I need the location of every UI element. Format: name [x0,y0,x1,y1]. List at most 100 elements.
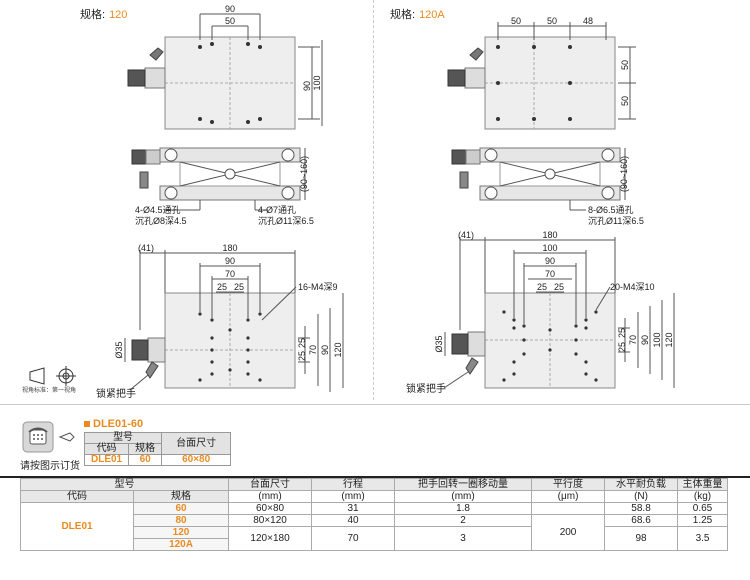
th-travel: 把手回转一圈移动量 [394,478,533,491]
height-range-right: (90~160) [619,156,629,192]
tap-label-left: 16-M4深9 [298,282,338,292]
bdim-left-25b: 25 [234,282,244,292]
spec-label-left: 规格:120 [80,9,128,21]
dim-top-left-0: 90 [225,4,235,14]
bdim-right-41: (41) [458,230,474,240]
top-view-right [447,22,636,130]
table-top-rule [0,476,750,478]
th-model: 型号 [19,478,230,491]
cell-size-1: 80×120 [228,514,313,527]
cell-weight-0: 0.65 [677,502,728,515]
spec-value-left: 120 [109,9,128,21]
cell-load-2: 98 [604,526,679,551]
bdim-left-90: 90 [225,256,235,266]
model-title: DLE01-60 [84,418,143,430]
cell-travel-1: 2 [394,514,533,527]
cell-stroke-1: 40 [311,514,396,527]
table-row: DLE01 60 60×80 31 1.8 58.8 0.65 [20,502,728,551]
spec-label-right: 规格:120A [390,9,445,21]
cell-spec-1: 80 [132,514,230,527]
bdim-left-41: (41) [138,243,154,253]
order-header-model: 型号 [83,432,163,444]
cell-code: DLE01 [20,502,134,551]
bdim-right-25b: 25 [554,282,564,292]
bottom-view-right [444,237,675,389]
hole-right-b: 沉孔Ø11深6.5 [258,216,314,226]
dim-top-left-1: 50 [225,16,235,26]
hole-left-a: 4-Ø4.5通孔 [135,205,181,215]
order-header-code: 代码 [83,443,130,455]
panel-divider [373,0,375,400]
spec-value-right: 120A [419,9,445,21]
height-range-left: (90~160) [299,156,309,192]
th-parallel: 平行度 [531,478,606,491]
bdim-right-90: 90 [545,256,555,266]
cell-load-0: 58.8 [604,502,679,515]
side-view-left [131,147,306,201]
section-divider [0,404,750,405]
dim-side-right-0: 50 [620,60,630,70]
table-row: 120A [21,538,728,551]
th-load-unit: (N) [604,490,679,503]
bdim-left-25a: 25 [217,282,227,292]
dim-top-right-1: 50 [547,16,557,26]
bsdim-left-25a: 25 [297,338,307,348]
cell-parallel: 200 [531,514,606,551]
projection-symbol [29,366,76,386]
cell-stroke-2: 70 [311,526,396,551]
bsdim-right-90: 90 [640,335,650,345]
bsdim-left-25b: 25 [297,351,307,361]
top-view-left [127,13,323,130]
cell-spec-2: 120 [132,526,230,539]
bsdim-right-70: 70 [628,335,638,345]
dim-side-right-1: 50 [620,96,630,106]
bsdim-right-120: 120 [664,332,674,347]
hole-left-b: 沉孔Ø8深4.5 [135,216,187,226]
th-load: 水平耐负载 [604,478,679,491]
cell-weight-1: 1.25 [677,514,728,527]
bdim-right-25a: 25 [537,282,547,292]
dim-top-right-0: 50 [511,16,521,26]
th-stroke: 行程 [311,478,396,491]
order-header-spec: 规格 [128,443,163,455]
hole-right-a: 4-Ø7通孔 [258,205,296,215]
th-code: 代码 [20,490,134,503]
cell-spec-0: 60 [132,502,230,515]
table-row: 120 120×180 70 3 98 3.5 [21,526,728,551]
th-stroke-unit: (mm) [311,490,396,503]
lock-label-left: 锁紧把手 [96,387,136,400]
bsdim-right-25b: 25 [617,342,627,352]
th-weight-unit: (kg) [677,490,728,503]
th-travel-unit: (mm) [394,490,533,503]
bsdim-left-120: 120 [333,342,343,357]
tap-label-right: 20-M4深10 [610,282,655,292]
dim-side-left-1: 100 [312,75,322,90]
phone-icon [22,421,75,453]
th-weight: 主体重量 [677,478,728,491]
bsdim-left-70: 70 [308,345,318,355]
bdim-right-180: 180 [542,230,557,240]
side-view-right [451,147,626,211]
order-size: 60×80 [161,454,232,466]
cell-size-0: 60×80 [228,502,313,515]
order-spec: 60 [128,454,163,466]
diameter-right: Ø35 [434,335,444,352]
th-parallel-unit: (μm) [531,490,606,503]
bdim-right-100: 100 [542,243,557,253]
cell-size-2: 120×180 [228,526,313,551]
drawing-left: 90 50 90 100 (90~160) 4-Ø4.5通孔 沉孔Ø8深4.5 … [22,4,344,400]
cell-weight-2: 3.5 [677,526,728,551]
dim-side-left-0: 90 [302,81,312,91]
bsdim-right-25a: 25 [617,328,627,338]
cell-travel-2: 3 [394,526,533,551]
cell-parallel-blank [531,502,606,515]
order-header-size: 台面尺寸 [161,432,232,455]
bdim-left-70: 70 [225,269,235,279]
order-code: DLE01 [83,454,130,466]
bdim-right-70: 70 [545,269,555,279]
bsdim-right-100: 100 [652,332,662,347]
cell-travel-0: 1.8 [394,502,533,515]
projection-note: 视角标准：第一视角 [22,386,76,394]
bsdim-left-90: 90 [320,345,330,355]
table-row: 80 80×120 40 2 200 68.6 1.25 [21,514,728,551]
